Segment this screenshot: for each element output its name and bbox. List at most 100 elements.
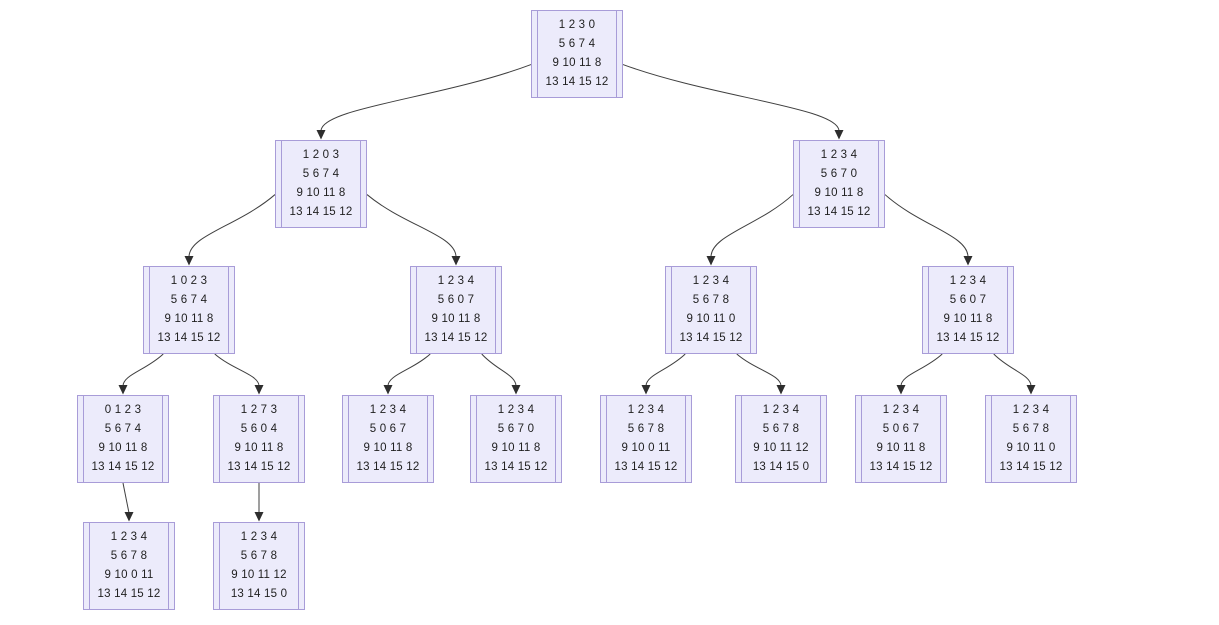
puzzle-row: 1 2 3 4 xyxy=(497,404,535,416)
puzzle-row: 1 2 3 4 xyxy=(110,531,148,543)
puzzle-row: 1 2 3 4 xyxy=(627,404,665,416)
edge-line xyxy=(366,194,457,258)
edge-line xyxy=(710,194,794,258)
puzzle-row: 13 14 15 12 xyxy=(484,461,548,473)
edge-arrowhead xyxy=(706,256,716,266)
edge-line xyxy=(320,64,532,132)
puzzle-row: 13 14 15 12 xyxy=(545,76,609,88)
edge-line xyxy=(736,353,782,387)
edge-arrowhead xyxy=(834,130,844,140)
edge-line xyxy=(884,194,969,258)
edge-arrowhead xyxy=(254,512,264,522)
puzzle-row: 1 2 3 4 xyxy=(820,149,858,161)
puzzle-row: 9 10 11 0 xyxy=(1006,442,1056,454)
edge-arrowhead xyxy=(383,385,393,395)
puzzle-row: 0 1 2 3 xyxy=(104,404,142,416)
puzzle-row: 5 6 7 8 xyxy=(1012,423,1050,435)
puzzle-row: 1 2 7 3 xyxy=(240,404,278,416)
edge-arrowhead xyxy=(776,385,786,395)
edge-line xyxy=(993,353,1032,387)
puzzle-row: 5 6 7 0 xyxy=(497,423,535,435)
edge-arrowhead xyxy=(896,385,906,395)
puzzle-row: 5 6 7 8 xyxy=(627,423,665,435)
puzzle-row: 5 6 7 4 xyxy=(104,423,142,435)
puzzle-row: 5 6 7 8 xyxy=(240,550,278,562)
puzzle-state-node: 1 2 3 4 5 6 7 8 9 10 0 11 13 14 15 12 xyxy=(600,395,692,483)
puzzle-row: 13 14 15 12 xyxy=(91,461,155,473)
puzzle-row: 13 14 15 12 xyxy=(807,206,871,218)
puzzle-row: 5 6 7 8 xyxy=(762,423,800,435)
puzzle-row: 5 0 6 7 xyxy=(369,423,407,435)
edge-arrowhead xyxy=(124,512,134,522)
puzzle-row: 13 14 15 12 xyxy=(679,332,743,344)
puzzle-row: 9 10 11 8 xyxy=(164,313,214,325)
puzzle-row: 5 6 7 0 xyxy=(820,168,858,180)
puzzle-row: 1 2 3 4 xyxy=(882,404,920,416)
puzzle-state-node: 1 2 3 4 5 6 7 0 9 10 11 8 13 14 15 12 xyxy=(793,140,885,228)
puzzle-row: 5 0 6 7 xyxy=(882,423,920,435)
edge-line xyxy=(900,353,943,387)
puzzle-row: 9 10 11 8 xyxy=(296,187,346,199)
puzzle-row: 13 14 15 12 xyxy=(614,461,678,473)
edge-arrowhead xyxy=(254,385,264,395)
edge-line xyxy=(214,353,260,387)
puzzle-row: 1 2 3 4 xyxy=(1012,404,1050,416)
edge-line xyxy=(622,64,840,132)
puzzle-row: 9 10 11 8 xyxy=(491,442,541,454)
edge-arrowhead xyxy=(118,385,128,395)
edge-line xyxy=(387,353,431,387)
puzzle-row: 13 14 15 12 xyxy=(869,461,933,473)
puzzle-state-node: 1 2 3 4 5 6 7 8 9 10 11 0 13 14 15 12 xyxy=(985,395,1077,483)
puzzle-row: 9 10 11 8 xyxy=(234,442,284,454)
puzzle-row: 1 2 3 4 xyxy=(949,275,987,287)
puzzle-row: 13 14 15 12 xyxy=(424,332,488,344)
puzzle-state-node: 1 2 3 4 5 6 0 7 9 10 11 8 13 14 15 12 xyxy=(410,266,502,354)
edge-line xyxy=(122,353,164,387)
puzzle-row: 13 14 15 12 xyxy=(289,206,353,218)
edge-arrowhead xyxy=(511,385,521,395)
puzzle-row: 13 14 15 12 xyxy=(999,461,1063,473)
puzzle-row: 1 2 3 4 xyxy=(437,275,475,287)
edge-arrowhead xyxy=(451,256,461,266)
puzzle-row: 1 2 3 0 xyxy=(558,19,596,31)
puzzle-row: 5 6 0 7 xyxy=(949,294,987,306)
puzzle-row: 13 14 15 0 xyxy=(230,588,288,600)
puzzle-row: 13 14 15 12 xyxy=(936,332,1000,344)
edge-arrowhead xyxy=(963,256,973,266)
puzzle-row: 5 6 0 4 xyxy=(240,423,278,435)
puzzle-row: 13 14 15 12 xyxy=(356,461,420,473)
edge-line xyxy=(645,353,686,387)
puzzle-row: 5 6 7 4 xyxy=(558,38,596,50)
puzzle-state-node: 1 2 3 4 5 6 0 7 9 10 11 8 13 14 15 12 xyxy=(922,266,1014,354)
puzzle-row: 1 0 2 3 xyxy=(170,275,208,287)
edge-arrowhead xyxy=(1026,385,1036,395)
edge-arrowhead xyxy=(184,256,194,266)
puzzle-row: 9 10 11 12 xyxy=(231,569,287,581)
puzzle-row: 9 10 11 8 xyxy=(431,313,481,325)
puzzle-row: 9 10 11 8 xyxy=(363,442,413,454)
puzzle-row: 9 10 11 8 xyxy=(98,442,148,454)
puzzle-row: 13 14 15 12 xyxy=(157,332,221,344)
puzzle-row: 1 2 3 4 xyxy=(762,404,800,416)
puzzle-row: 13 14 15 0 xyxy=(752,461,810,473)
puzzle-row: 5 6 7 8 xyxy=(110,550,148,562)
puzzle-state-node: 1 2 3 4 5 6 7 0 9 10 11 8 13 14 15 12 xyxy=(470,395,562,483)
puzzle-row: 5 6 0 7 xyxy=(437,294,475,306)
puzzle-row: 5 6 7 4 xyxy=(170,294,208,306)
edge-arrowhead xyxy=(316,130,326,140)
puzzle-row: 9 10 11 8 xyxy=(814,187,864,199)
edge-arrowhead xyxy=(641,385,651,395)
puzzle-row: 9 10 0 11 xyxy=(621,442,671,454)
puzzle-row: 9 10 11 8 xyxy=(943,313,993,325)
puzzle-row: 1 2 0 3 xyxy=(302,149,340,161)
edge-line xyxy=(122,482,130,514)
